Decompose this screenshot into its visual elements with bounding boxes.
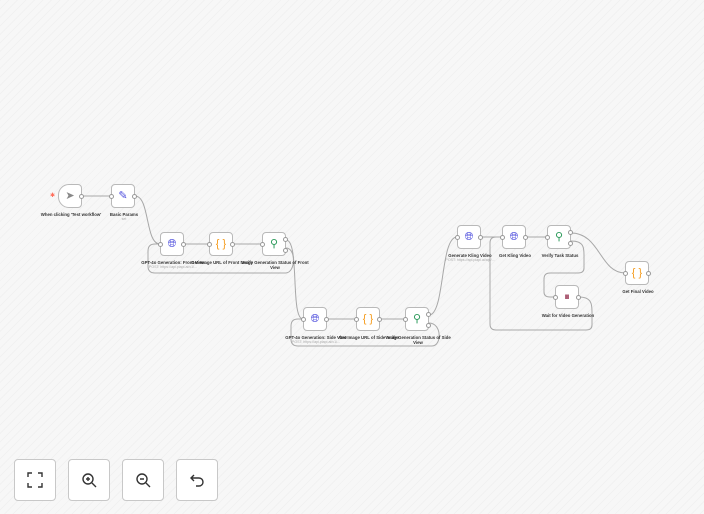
output-port[interactable]: [181, 242, 186, 247]
pause-icon: ⏸︎: [564, 290, 570, 303]
output-port[interactable]: [523, 235, 528, 240]
input-port[interactable]: [553, 295, 558, 300]
input-port[interactable]: [301, 317, 306, 322]
input-port[interactable]: [109, 194, 114, 199]
trigger-star-icon: ✱: [50, 193, 56, 199]
globe-icon: 🌐︎: [464, 230, 474, 243]
signpost-icon: ⚲: [412, 312, 422, 325]
braces-icon: { }: [362, 312, 374, 325]
true-port[interactable]: [283, 237, 288, 242]
pencil-icon: ✎: [118, 189, 128, 202]
node-url-front[interactable]: { } Get Image URL of Front Image: [191, 232, 253, 265]
node-label: Wait for Video Generation: [541, 313, 595, 318]
node-label: Verify Task Status: [541, 253, 579, 258]
fit-view-icon: [27, 472, 43, 488]
node-kling-get[interactable]: 🌐︎ Get Kling Video: [499, 225, 531, 258]
input-port[interactable]: [158, 242, 163, 247]
input-port[interactable]: [623, 271, 628, 276]
output-port[interactable]: [79, 194, 84, 199]
globe-icon: 🌐︎: [509, 230, 519, 243]
edge: [285, 239, 304, 320]
output-port[interactable]: [324, 317, 329, 322]
node-verify-front[interactable]: ⚲ Verify Generation Status of Front View: [241, 232, 309, 270]
zoom-out-button[interactable]: [122, 459, 164, 501]
globe-icon: 🌐︎: [310, 312, 320, 325]
node-verify-task[interactable]: ⚲ Verify Task Status: [542, 225, 578, 258]
input-port[interactable]: [260, 242, 265, 247]
undo-icon: [190, 474, 204, 487]
signpost-icon: ⚲: [269, 237, 279, 250]
true-port[interactable]: [568, 230, 573, 235]
true-port[interactable]: [426, 312, 431, 317]
input-port[interactable]: [545, 235, 550, 240]
zoom-out-icon: [136, 473, 151, 488]
output-port[interactable]: [230, 242, 235, 247]
globe-icon: 🌐︎: [167, 237, 177, 250]
output-port[interactable]: [132, 194, 137, 199]
false-port[interactable]: [426, 323, 431, 328]
node-verify-side[interactable]: ⚲ Verify Generation Status of Side View: [385, 307, 451, 345]
false-port[interactable]: [568, 241, 573, 246]
false-port[interactable]: [283, 248, 288, 253]
node-label: Get Final Video: [622, 289, 654, 294]
output-port[interactable]: [646, 271, 651, 276]
braces-icon: { }: [631, 266, 643, 279]
fit-view-button[interactable]: [14, 459, 56, 501]
node-final-video[interactable]: { } Get Final Video: [622, 261, 654, 294]
input-port[interactable]: [403, 317, 408, 322]
input-port[interactable]: [455, 235, 460, 240]
node-label: Get Image URL of Front Image: [191, 260, 253, 265]
node-label: Get Kling Video: [499, 253, 531, 258]
node-label: Verify Generation Status of Side View: [385, 335, 451, 346]
node-trigger[interactable]: ➤ When clicking 'Test workflow': [41, 184, 101, 217]
undo-button[interactable]: [176, 459, 218, 501]
edge: [428, 236, 458, 316]
zoom-in-button[interactable]: [68, 459, 110, 501]
input-port[interactable]: [207, 242, 212, 247]
input-port[interactable]: [354, 317, 359, 322]
output-port[interactable]: [478, 235, 483, 240]
zoom-in-icon: [82, 473, 97, 488]
node-label: Verify Generation Status of Front View: [241, 260, 309, 271]
node-wait[interactable]: ⏸︎ Wait for Video Generation: [542, 285, 594, 318]
cursor-icon: ➤: [65, 189, 75, 202]
signpost-icon: ⚲: [554, 230, 564, 243]
node-url-side[interactable]: { } Get Image URL of Side Image: [339, 307, 399, 340]
node-label: Get Image URL of Side Image: [339, 335, 399, 340]
node-label: When clicking 'Test workflow': [40, 212, 102, 217]
braces-icon: { }: [215, 237, 227, 250]
output-port[interactable]: [576, 295, 581, 300]
input-port[interactable]: [500, 235, 505, 240]
output-port[interactable]: [377, 317, 382, 322]
